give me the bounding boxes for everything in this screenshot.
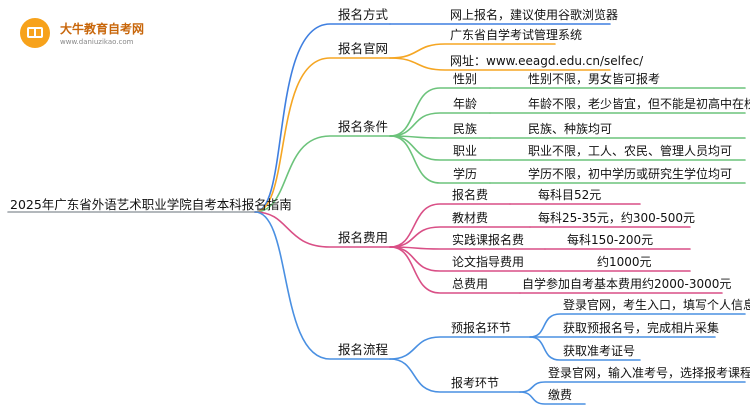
cond-value-gender: 性别不限，男女皆可报考 — [528, 72, 661, 86]
fee-value-thesis: 约1000元 — [597, 255, 652, 269]
fee-key-total: 总费用 — [452, 277, 489, 291]
link-cond-3 — [389, 135, 491, 139]
book-icon — [27, 27, 43, 38]
cond-key-education: 学历 — [453, 167, 478, 181]
link-pre-1 — [529, 313, 746, 338]
cond-key-gender: 性别 — [453, 72, 478, 86]
flow-pre-step-3: 获取准考证号 — [563, 344, 636, 358]
branch-flow: 报名流程 — [338, 342, 389, 357]
site-system-name: 广东省自学考试管理系统 — [450, 28, 583, 42]
flow-reg-step-1: 登录官网，输入准考号，选择报考课程 — [548, 366, 750, 380]
fee-value-practice: 每科150-200元 — [567, 233, 654, 247]
logo-name: 大牛教育自考网 — [60, 22, 145, 36]
fee-value-textbook: 每科25-35元，约300-500元 — [538, 211, 696, 225]
branch-site: 报名官网 — [338, 41, 389, 56]
link-reg-2 — [519, 391, 586, 405]
flow-reg-label: 报考环节 — [451, 376, 500, 390]
link-site-leaf2 — [389, 57, 611, 71]
cond-value-occupation: 职业不限，工人、农民、管理人员均可 — [528, 144, 733, 158]
link-site-leaf1 — [389, 43, 556, 59]
fee-key-registration: 报名费 — [452, 188, 489, 202]
link-cond — [254, 135, 391, 213]
link-cond-5 — [389, 135, 491, 184]
cond-key-age: 年龄 — [453, 97, 478, 111]
fee-value-total: 自学参加自考基本费用约2000-3000元 — [522, 277, 732, 291]
method-value: 网上报名，建议使用谷歌浏览器 — [450, 8, 619, 22]
cond-value-ethnicity: 民族、种族均可 — [528, 122, 613, 136]
branch-conditions: 报名条件 — [338, 119, 389, 134]
link-fee-3 — [389, 246, 546, 250]
root-topic: 2025年广东省外语艺术职业学院自考本科报名指南 — [10, 197, 292, 212]
flow-reg-step-2: 缴费 — [548, 388, 573, 402]
fee-key-textbook: 教材费 — [452, 211, 489, 225]
link-flow — [254, 211, 391, 360]
link-fee — [254, 211, 391, 248]
link-fee-1 — [389, 203, 511, 248]
link-flow-reg — [389, 358, 521, 393]
flow-pre-step-1: 登录官网，考生入口，填写个人信息 — [563, 298, 750, 312]
link-method — [254, 23, 391, 213]
link-fee-5 — [389, 246, 521, 294]
site-logo[interactable]: 大牛教育自考网 www.daniuzikao.com — [6, 8, 156, 48]
link-cond-1 — [389, 87, 491, 137]
flow-pre-label: 预报名环节 — [451, 321, 512, 335]
cond-key-ethnicity: 民族 — [453, 122, 478, 136]
fee-value-registration: 每科目52元 — [538, 188, 602, 202]
link-site — [254, 57, 391, 213]
link-pre-3 — [529, 336, 641, 361]
site-url[interactable]: 网址：www.eeagd.edu.cn/selfec/ — [450, 54, 644, 68]
fee-key-thesis: 论文指导费用 — [452, 255, 525, 269]
cond-value-education: 学历不限，初中学历或研究生学位均可 — [528, 167, 733, 181]
cond-key-occupation: 职业 — [453, 144, 478, 158]
cond-value-age: 年龄不限，老少皆宜，但不能是初高中在校生 — [528, 97, 750, 111]
link-flow-pre — [389, 336, 531, 360]
logo-url: www.daniuzikao.com — [60, 38, 134, 46]
link-cond-2 — [389, 112, 491, 137]
fee-key-practice: 实践课报名费 — [452, 233, 525, 247]
branch-fees: 报名费用 — [338, 230, 389, 245]
branch-method: 报名方式 — [338, 7, 389, 22]
flow-pre-step-2: 获取预报名号，完成相片采集 — [563, 321, 720, 335]
